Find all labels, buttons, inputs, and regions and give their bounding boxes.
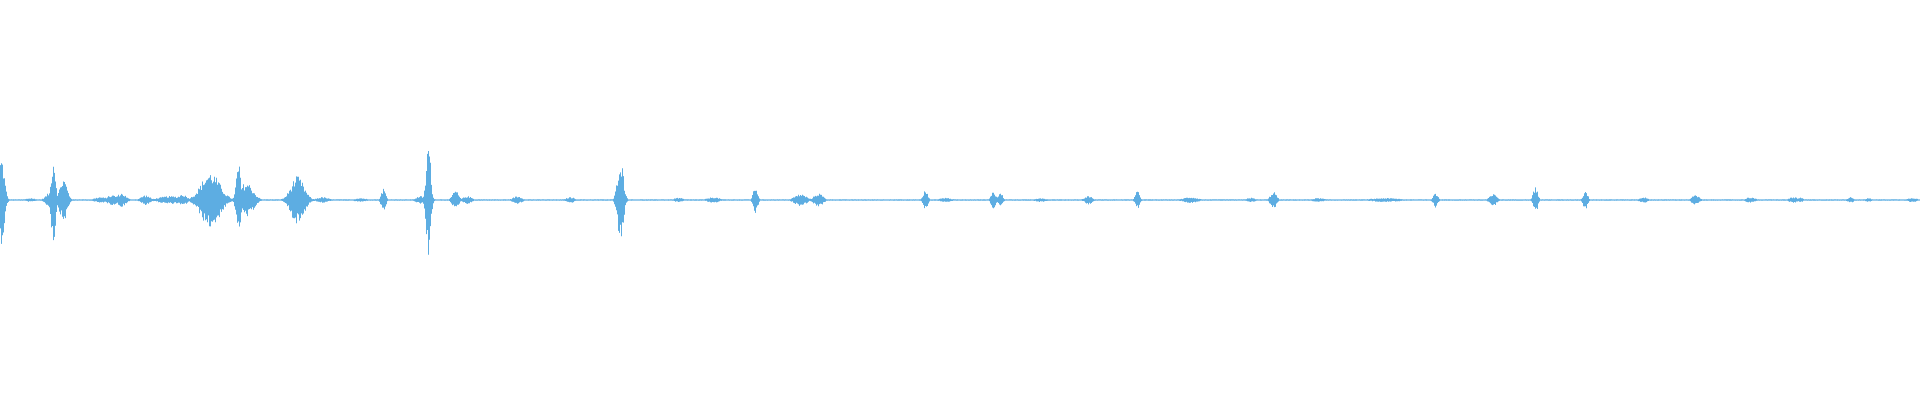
waveform-path: [0, 151, 1920, 255]
